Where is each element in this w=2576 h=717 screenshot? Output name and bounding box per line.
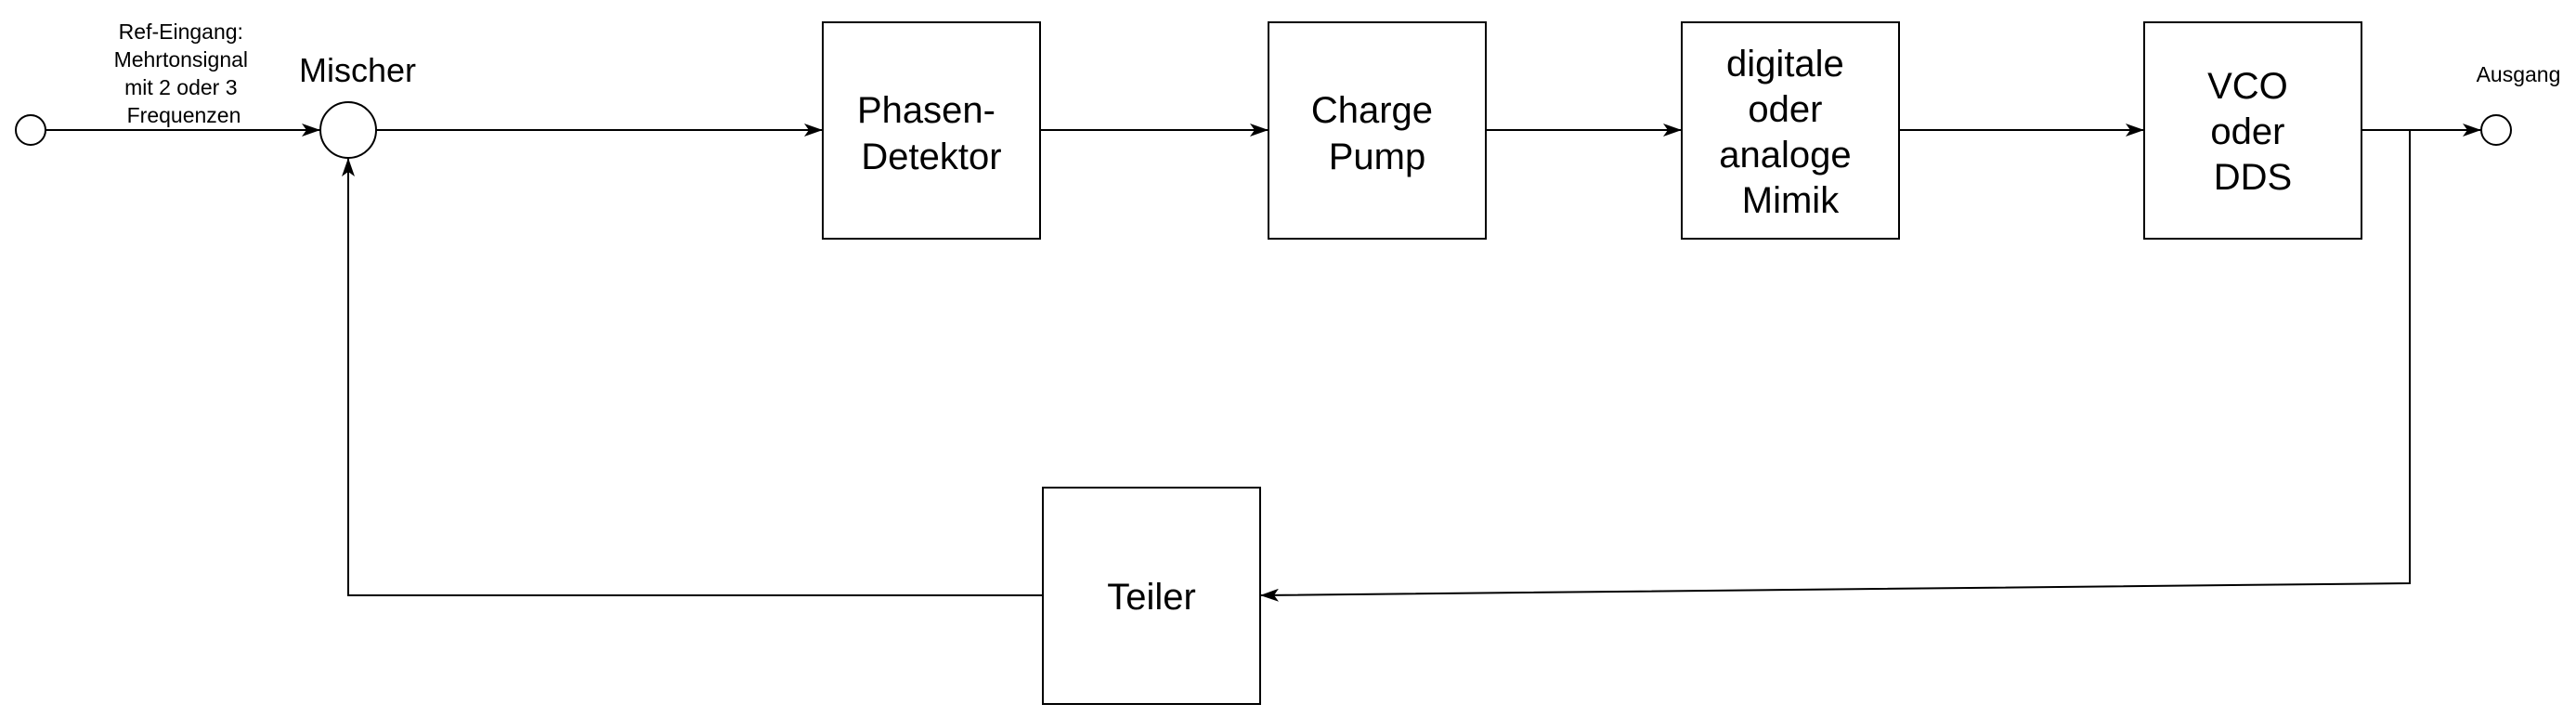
charge-pump-block [1268,21,1487,240]
mixer-circle [319,101,377,159]
divider-label: Teiler [1107,577,1196,618]
filter-block [1681,21,1900,240]
phase-detector-block [822,21,1041,240]
input-terminal [15,114,46,146]
divider-to-mixer-arrow [342,158,1043,596]
divider-block [1042,487,1261,705]
mixer-label: Mischer [299,51,416,89]
input-label: Ref-Eingang: Mehrtonsignal mit 2 oder 3 … [114,20,254,127]
output-terminal [2480,114,2512,146]
feedback-to-divider-arrow [1259,130,2411,602]
charge-pump-label: Charge Pump [1311,90,1443,177]
vco-block [2143,21,2362,240]
vco-label: VCO oder DDS [2207,66,2298,198]
filter-label: digitale oder analoge Mimik [1719,44,1862,221]
output-label: Ausgang [2477,62,2561,86]
phase-detector-label: Phasen- Detektor [857,90,1006,177]
